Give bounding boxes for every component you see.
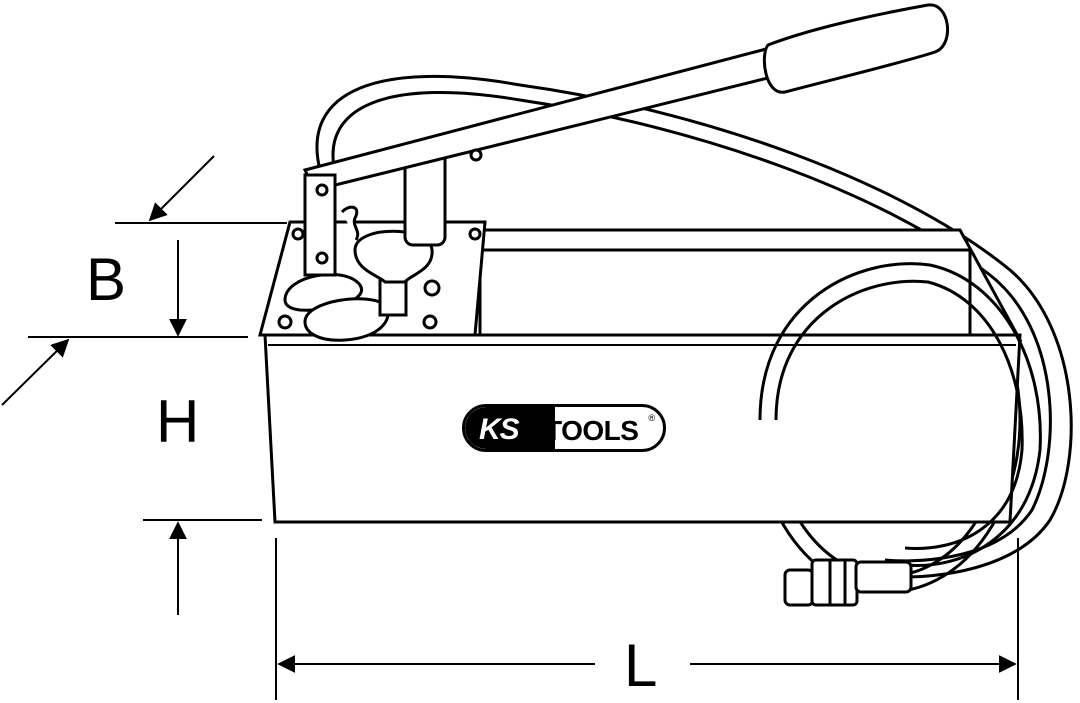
lever-grip bbox=[762, 3, 950, 94]
dimension-label-b: B bbox=[86, 246, 127, 313]
pump-lever bbox=[302, 3, 950, 277]
brand-logo: KS TOOLS ® bbox=[462, 404, 666, 452]
brand-registered-mark: ® bbox=[648, 413, 655, 423]
brand-logo-frame: KS TOOLS ® bbox=[462, 404, 666, 452]
hose-fitting bbox=[783, 558, 913, 607]
dimension-lines bbox=[1, 155, 1019, 700]
valve-knobs bbox=[283, 144, 447, 342]
brand-logo-dark-panel bbox=[465, 407, 555, 449]
dimension-label-l: L bbox=[624, 632, 658, 699]
brand-tools-text: TOOLS bbox=[545, 415, 639, 446]
hose-front bbox=[758, 262, 1042, 568]
brand-ks-text: KS bbox=[479, 413, 520, 446]
dimension-label-h: H bbox=[156, 388, 200, 455]
